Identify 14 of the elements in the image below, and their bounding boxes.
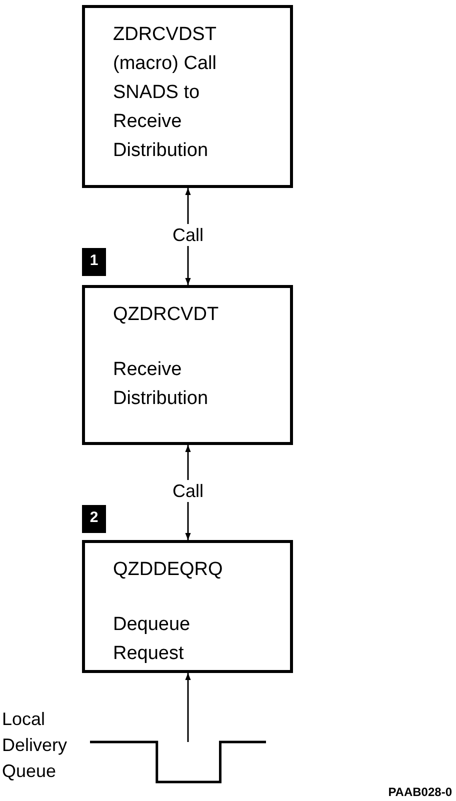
callout-number: 1 — [82, 248, 106, 276]
arrow — [185, 673, 191, 742]
queue-label: Local Delivery Queue — [2, 708, 68, 783]
figure-id: PAAB028-0 — [388, 784, 452, 801]
callout-number: 2 — [82, 505, 106, 533]
box-text: QZDRCVDT — [113, 303, 220, 327]
process-box — [82, 540, 293, 673]
process-box — [82, 5, 293, 188]
box-text: Dequeue Request — [113, 613, 192, 666]
box-text: Receive Distribution — [113, 358, 210, 411]
box-text: QZDDEQRQ — [113, 558, 224, 582]
process-box — [82, 285, 293, 445]
box-text: ZDRCVDST (macro) Call SNADS to Receive Distribution — [113, 23, 218, 163]
queue-symbol — [90, 740, 266, 784]
